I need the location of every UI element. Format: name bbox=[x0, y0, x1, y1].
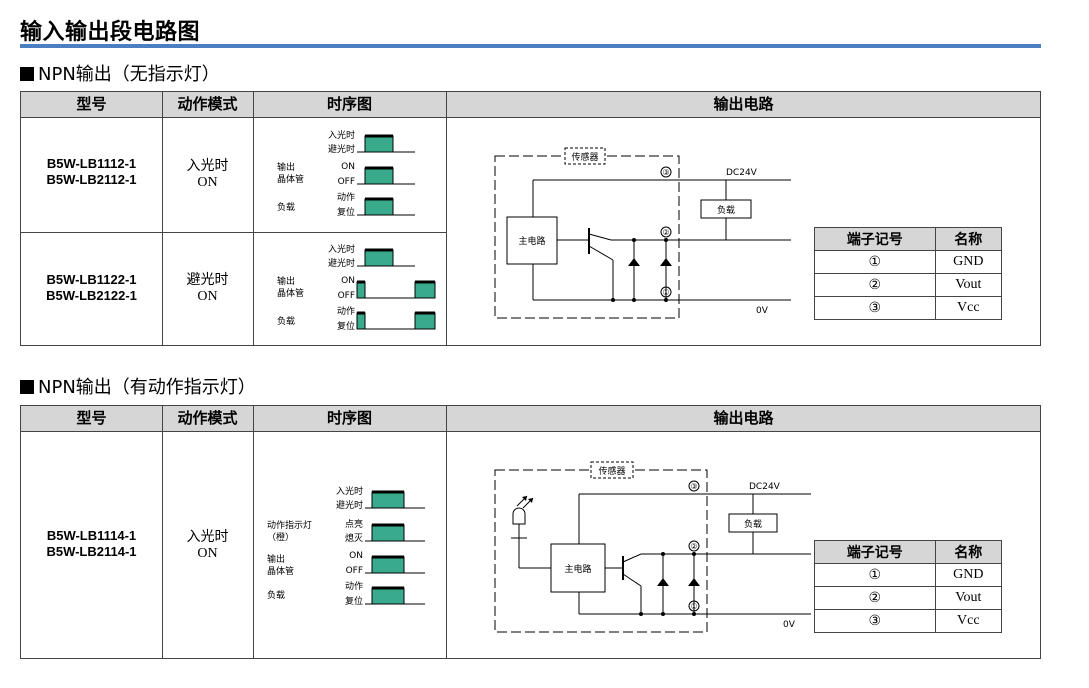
svg-text:（橙）: （橙） bbox=[267, 531, 294, 543]
model-cell: B5W-LB1112-1 B5W-LB2112-1 bbox=[21, 156, 162, 188]
svg-text:负载: 负载 bbox=[717, 204, 735, 216]
svg-text:避光时: 避光时 bbox=[336, 499, 363, 511]
svg-text:②: ② bbox=[690, 542, 697, 551]
table-header bbox=[21, 92, 1040, 118]
title-underline bbox=[20, 44, 1041, 48]
divider bbox=[162, 406, 163, 658]
svg-text:避光时: 避光时 bbox=[328, 143, 355, 155]
led-indicator-icon bbox=[511, 495, 534, 550]
model-cell: B5W-LB1114-1 B5W-LB2114-1 bbox=[21, 528, 162, 560]
model-number: B5W-LB2122-1 bbox=[46, 288, 137, 303]
svg-text:动作指示灯: 动作指示灯 bbox=[267, 519, 312, 531]
svg-text:ON: ON bbox=[341, 276, 355, 286]
svg-text:负载: 负载 bbox=[277, 201, 295, 213]
divider bbox=[253, 92, 254, 345]
svg-text:DC24V: DC24V bbox=[749, 482, 781, 492]
mode-cell: 入光时 ON bbox=[162, 159, 253, 191]
svg-text:动作: 动作 bbox=[345, 580, 363, 592]
svg-text:0V: 0V bbox=[783, 620, 796, 630]
svg-text:复位: 复位 bbox=[337, 320, 355, 332]
timing-chart-indicator: 入光时 避光时 动作指示灯 （橙） 点亮 熄灭 输出 晶体管 ON OFF 负载… bbox=[267, 485, 425, 607]
model-number: B5W-LB2112-1 bbox=[46, 172, 137, 187]
svg-text:点亮: 点亮 bbox=[345, 518, 363, 530]
svg-text:晶体管: 晶体管 bbox=[277, 287, 304, 299]
row-divider bbox=[21, 232, 446, 233]
svg-text:输出: 输出 bbox=[277, 161, 295, 173]
table-header bbox=[21, 406, 1040, 432]
divider bbox=[446, 92, 447, 345]
model-number: B5W-LB2114-1 bbox=[46, 544, 137, 559]
svg-text:复位: 复位 bbox=[337, 206, 355, 218]
svg-text:OFF: OFF bbox=[346, 566, 363, 576]
model-cell: B5W-LB1122-1 B5W-LB2122-1 bbox=[21, 272, 162, 304]
svg-text:主电路: 主电路 bbox=[564, 563, 591, 575]
mode-cell: 避光时 ON bbox=[162, 273, 253, 305]
divider bbox=[162, 92, 163, 345]
model-number: B5W-LB1112-1 bbox=[46, 156, 137, 171]
svg-text:OFF: OFF bbox=[338, 177, 355, 187]
svg-text:传感器: 传感器 bbox=[571, 151, 598, 163]
square-bullet-icon bbox=[20, 380, 34, 394]
page-title: 输入输出段电路图 bbox=[20, 20, 201, 45]
mode-label: 入光时 bbox=[186, 159, 229, 174]
svg-text:动作: 动作 bbox=[337, 305, 355, 317]
npn-table-no-indicator: 型号 动作模式 时序图 输出电路 B5W-LB1112-1 B5W-LB2112… bbox=[20, 91, 1041, 346]
square-bullet-icon bbox=[20, 67, 34, 81]
mode-label: 入光时 bbox=[186, 530, 229, 545]
svg-text:入光时: 入光时 bbox=[328, 129, 355, 141]
svg-text:入光时: 入光时 bbox=[336, 485, 363, 497]
svg-text:0V: 0V bbox=[756, 306, 769, 316]
svg-text:ON: ON bbox=[341, 162, 355, 172]
output-circuit-diagram: 传感器 主电路 ③ ② ① DC24V 0V 负载 bbox=[494, 147, 791, 319]
divider bbox=[253, 406, 254, 658]
svg-text:负载: 负载 bbox=[267, 589, 285, 601]
col-circuit: 输出电路 bbox=[713, 409, 774, 427]
col-model: 型号 bbox=[76, 95, 107, 113]
timing-chart-light-off: 入光时 避光时 输出 晶体管 ON OFF 负载 动作 复位 bbox=[277, 243, 436, 332]
svg-text:负载: 负载 bbox=[277, 315, 295, 327]
svg-text:OFF: OFF bbox=[338, 291, 355, 301]
timing-chart-light-on: 入光时 避光时 输出 晶体管 ON OFF 负载 动作 复位 bbox=[277, 129, 415, 218]
svg-text:DC24V: DC24V bbox=[726, 168, 758, 178]
svg-text:复位: 复位 bbox=[345, 595, 363, 607]
mode-value: ON bbox=[197, 546, 218, 561]
model-number: B5W-LB1114-1 bbox=[46, 528, 137, 543]
svg-text:传感器: 传感器 bbox=[598, 465, 625, 477]
col-model: 型号 bbox=[76, 409, 107, 427]
svg-text:晶体管: 晶体管 bbox=[267, 565, 294, 577]
svg-text:避光时: 避光时 bbox=[328, 257, 355, 269]
section-heading-1: NPN输出（无指示灯） bbox=[20, 60, 220, 86]
svg-text:动作: 动作 bbox=[337, 191, 355, 203]
svg-text:晶体管: 晶体管 bbox=[277, 173, 304, 185]
col-mode: 动作模式 bbox=[177, 409, 238, 427]
col-timing: 时序图 bbox=[326, 95, 372, 113]
svg-text:③: ③ bbox=[662, 168, 669, 177]
model-number: B5W-LB1122-1 bbox=[46, 272, 137, 287]
npn-table-with-indicator: 型号 动作模式 时序图 输出电路 B5W-LB1114-1 B5W-LB2114… bbox=[20, 405, 1041, 659]
col-circuit: 输出电路 bbox=[713, 95, 774, 113]
svg-text:熄灭: 熄灭 bbox=[345, 532, 363, 544]
mode-value: ON bbox=[197, 289, 218, 304]
divider bbox=[446, 406, 447, 658]
svg-text:ON: ON bbox=[349, 551, 363, 561]
svg-text:入光时: 入光时 bbox=[328, 243, 355, 255]
mode-cell: 入光时 ON bbox=[162, 530, 253, 562]
mode-value: ON bbox=[197, 175, 218, 190]
svg-text:主电路: 主电路 bbox=[518, 235, 545, 247]
mode-label: 避光时 bbox=[186, 273, 229, 288]
section-heading-2: NPN输出（有动作指示灯） bbox=[20, 373, 256, 399]
col-mode: 动作模式 bbox=[177, 95, 238, 113]
svg-text:输出: 输出 bbox=[267, 553, 285, 565]
svg-text:②: ② bbox=[662, 228, 669, 237]
output-circuit-diagram-indicator: 传感器 主电路 ③ ② ① DC24V 0V 负载 bbox=[494, 461, 811, 633]
col-timing: 时序图 bbox=[326, 409, 372, 427]
svg-text:③: ③ bbox=[690, 482, 697, 491]
svg-text:输出: 输出 bbox=[277, 275, 295, 287]
svg-text:负载: 负载 bbox=[744, 518, 762, 530]
